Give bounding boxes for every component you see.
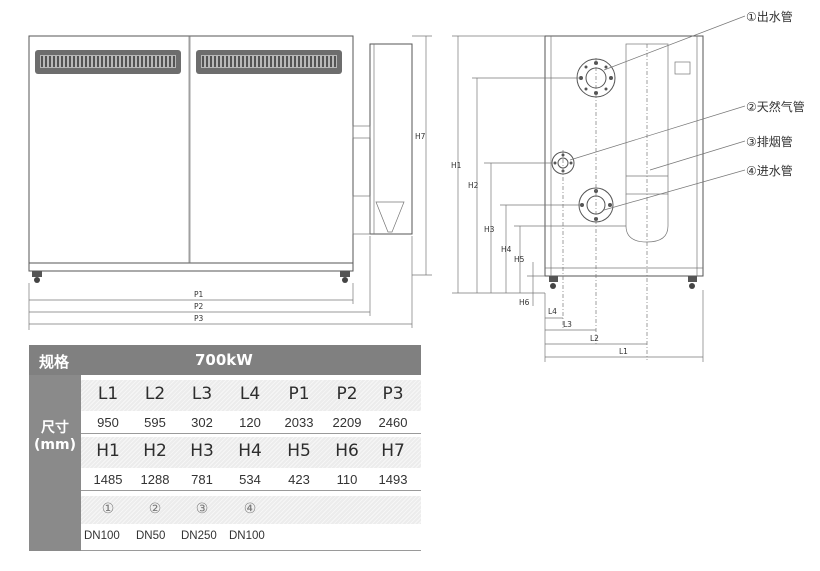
front-dim-p2: P2 — [194, 302, 204, 311]
model-label: 700kW — [195, 351, 253, 369]
side-dim-l1: L1 — [619, 347, 628, 356]
front-dim-p1: P1 — [194, 290, 204, 299]
side-dim-h4: H4 — [501, 245, 512, 254]
value-l1: 950 — [97, 415, 119, 430]
value-pipe-1: DN100 — [84, 530, 120, 542]
label-h7: H7 — [381, 441, 405, 461]
louver-right — [196, 50, 342, 74]
spec-label: 规格 — [39, 353, 70, 371]
label-l2: L2 — [144, 384, 166, 404]
callout-leaders — [569, 15, 746, 211]
callout-inlet-pipe: ④进水管 — [746, 163, 793, 178]
callout-outlet-pipe: ①出水管 — [746, 9, 793, 24]
label-pipe-2: ② — [148, 501, 162, 517]
front-dim-h7: H7 — [415, 132, 426, 141]
label-h6: H6 — [335, 441, 359, 461]
label-p1: P1 — [288, 384, 310, 404]
label-l4: L4 — [239, 384, 261, 404]
front-dim-p3: P3 — [194, 314, 204, 323]
value-l4: 120 — [239, 415, 261, 430]
value-h4: 534 — [239, 472, 261, 487]
label-h5: H5 — [287, 441, 311, 461]
row1-value-row: 950 595 302 120 2033 2209 2460 — [81, 411, 421, 434]
value-h5: 423 — [288, 472, 310, 487]
label-p3: P3 — [382, 384, 404, 404]
value-p2: 2209 — [332, 415, 362, 430]
label-h2: H2 — [143, 441, 167, 461]
label-l1: L1 — [97, 384, 119, 404]
side-dim-h2: H2 — [468, 181, 479, 190]
label-h1: H1 — [96, 441, 120, 461]
label-h4: H4 — [238, 441, 262, 461]
value-h2: 1288 — [140, 472, 170, 487]
spec-table-header: 规格 700kW — [29, 345, 421, 375]
value-pipe-3: DN250 — [181, 530, 217, 542]
side-view-drawing: ①出水管 ②天然气管 ③排烟管 ④进水管 H1 H2 H3 H4 H5 H6 L… — [451, 9, 805, 362]
row2-value-row: 1485 1288 781 534 423 110 1493 — [81, 468, 421, 491]
cabinet-body — [28, 35, 354, 272]
value-pipe-2: DN50 — [136, 530, 166, 542]
side-dim-l3: L3 — [563, 320, 572, 329]
front-view-drawing: P1 P2 P3 H7 — [28, 35, 432, 330]
side-dim-h1: H1 — [451, 161, 462, 170]
spec-table: 规格 700kW 尺寸 (mm) L1 L2 L3 L4 P1 P2 P3 95… — [29, 345, 421, 551]
value-p3: 2460 — [378, 415, 408, 430]
label-h3: H3 — [190, 441, 214, 461]
callout-exhaust-pipe: ③排烟管 — [746, 134, 793, 149]
value-pipe-4: DN100 — [229, 530, 265, 542]
row3-value-row: DN100 DN50 DN250 DN100 — [81, 524, 421, 551]
callout-gas-pipe: ②天然气管 — [746, 99, 805, 114]
louver-left — [35, 50, 181, 74]
label-pipe-4: ④ — [243, 501, 257, 517]
label-l3: L3 — [191, 384, 213, 404]
value-h1: 1485 — [93, 472, 123, 487]
size-label: 尺寸 — [41, 420, 69, 436]
side-dim-l4: L4 — [548, 307, 557, 316]
side-cabinet-body — [544, 35, 704, 277]
value-h6: 110 — [336, 472, 358, 487]
label-pipe-3: ③ — [195, 501, 209, 517]
caster-feet — [32, 271, 350, 283]
side-dim-h6: H6 — [519, 298, 530, 307]
value-h3: 781 — [191, 472, 213, 487]
flue-box — [369, 43, 413, 235]
value-l2: 595 — [144, 415, 166, 430]
label-pipe-1: ① — [101, 501, 115, 517]
side-dim-h3: H3 — [484, 225, 495, 234]
side-dim-l2: L2 — [590, 334, 599, 343]
row2-label-band: H1 H2 H3 H4 H5 H6 H7 — [81, 437, 421, 468]
side-dim-h5: H5 — [514, 255, 525, 264]
value-h7: 1493 — [378, 472, 408, 487]
size-label-cell: 尺寸 (mm) — [29, 375, 81, 551]
value-l3: 302 — [191, 415, 213, 430]
row1-label-band: L1 L2 L3 L4 P1 P2 P3 — [81, 380, 421, 411]
value-p1: 2033 — [284, 415, 314, 430]
row3-label-band: ① ② ③ ④ — [81, 496, 421, 524]
size-unit-label: (mm) — [34, 437, 76, 453]
label-p2: P2 — [336, 384, 358, 404]
